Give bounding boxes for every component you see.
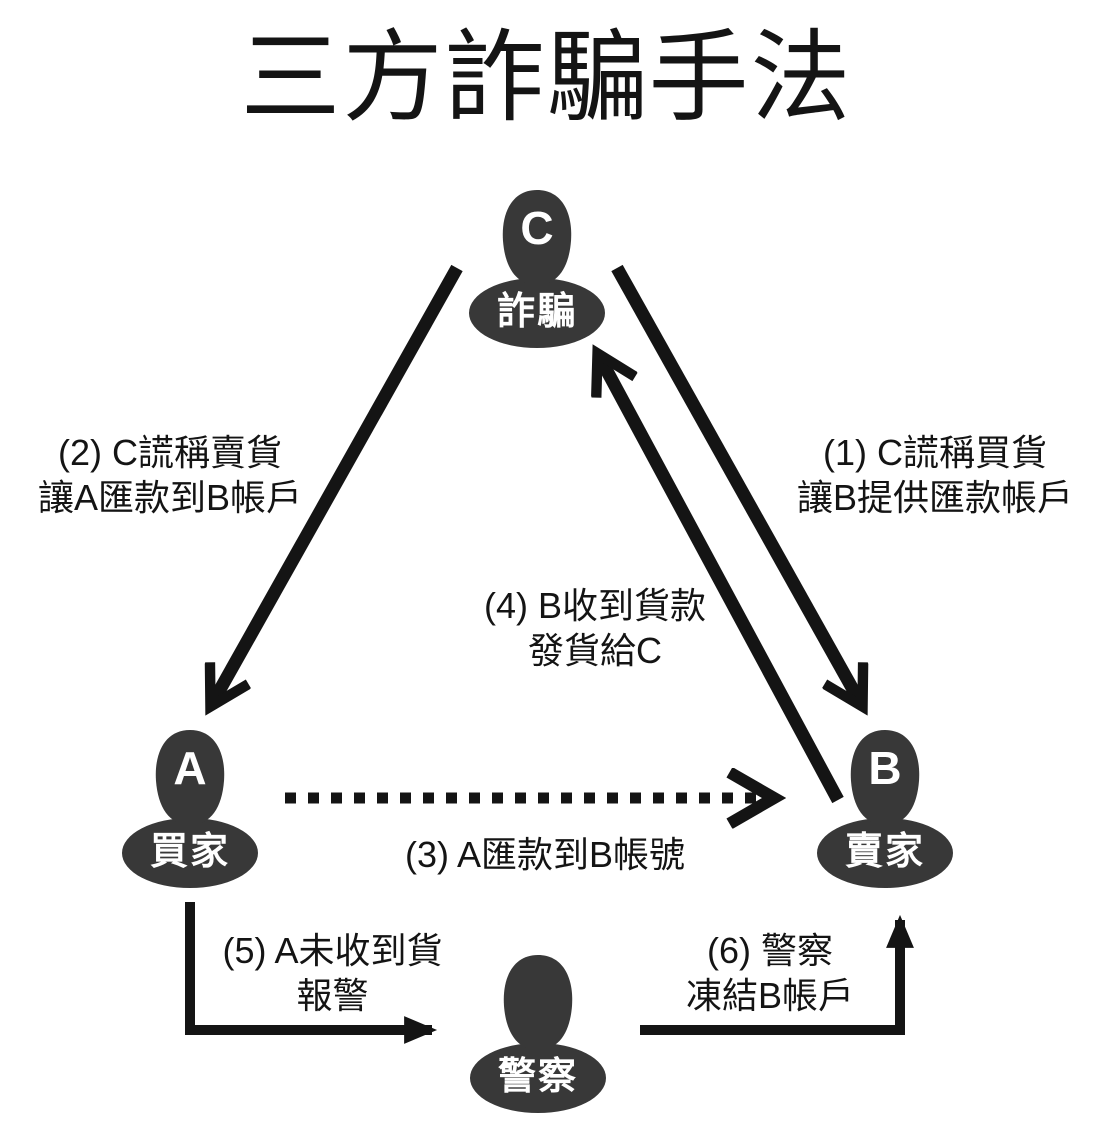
person-silhouette-icon [469,190,605,348]
actor-c-letter: C [520,202,554,254]
person-silhouette-icon [470,955,606,1113]
actor-police-label: 警察 [497,1055,578,1098]
actor-b-letter: B [868,742,902,794]
person-silhouette-icon [122,730,258,888]
step-4-label: (4) B收到貨款 發貨給C [483,585,706,671]
actor-a-buyer: A 買家 [120,725,260,890]
arrow-a-to-police [185,902,438,1044]
arrow-police-to-b [640,914,914,1035]
actor-b-seller: B 賣家 [815,725,955,890]
step-5-label: (5) A未收到貨 報警 [222,930,443,1016]
actor-a-label: 買家 [149,830,230,873]
actor-police-letter [468,964,608,1022]
step-3-label: (3) A匯款到B帳號 [404,834,686,875]
arrow-c-to-b [611,264,860,702]
actor-a-letter: A [173,742,207,794]
person-silhouette-icon [817,730,953,888]
step-6-label: (6) 警察 凍結B帳戶 [685,930,854,1016]
page-title: 三方詐騙手法 [240,22,853,134]
actor-police: 警察 [468,950,608,1115]
step-2-label: (2) C謊稱賣貨 讓A匯款到B帳戶 [37,432,303,518]
arrow-b-to-c [600,358,844,804]
actor-c-label: 詐騙 [496,290,577,333]
step-1-label: (1) C謊稱買貨 讓B提供匯款帳戶 [796,432,1073,518]
actor-c-scammer: C 詐騙 [467,185,607,350]
actor-b-label: 賣家 [844,830,925,873]
arrow-c-to-a [213,264,463,702]
